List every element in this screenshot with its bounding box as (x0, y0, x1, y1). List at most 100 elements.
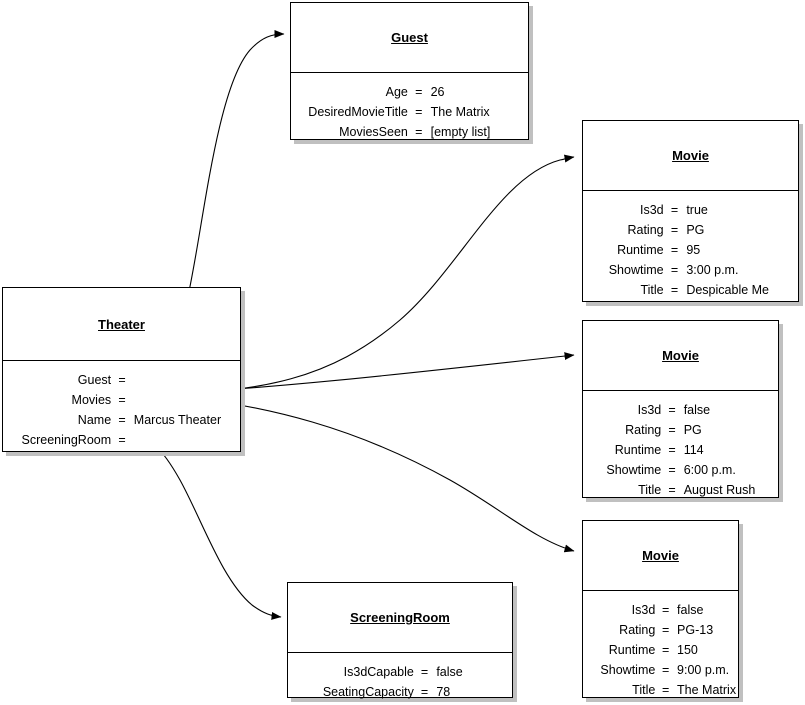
attribute-equals: = (118, 373, 126, 387)
attribute-equals: = (415, 105, 423, 119)
object-attributes-movie-1: Is3d = true Rating = PG Runtime = 95 Sho… (583, 191, 798, 300)
attribute-row: Title = The Matrix (583, 680, 738, 700)
attribute-equals: = (662, 643, 670, 657)
attribute-name: Guest (77, 373, 112, 387)
attribute-name: Showtime (600, 663, 656, 677)
object-box-screeningroom[interactable]: ScreeningRoom Is3dCapable = false Seatin… (287, 582, 513, 699)
attribute-value: 9:00 p.m. (677, 663, 730, 677)
object-title-band: Movie (583, 521, 738, 591)
attribute-row: ScreeningRoom = (3, 430, 240, 450)
attribute-equals: = (670, 223, 679, 237)
attribute-equals: = (420, 665, 429, 679)
attribute-row: Movies = (3, 390, 240, 410)
object-box-movie-1[interactable]: Movie Is3d = true Rating = PG Runtime = … (582, 120, 799, 302)
attribute-row: Title = August Rush (583, 480, 778, 500)
attribute-name: Runtime (608, 643, 656, 657)
attribute-equals: = (668, 443, 676, 457)
attribute-value: false (683, 403, 711, 417)
attribute-name: Is3d (631, 603, 656, 617)
attribute-name: Is3d (639, 203, 664, 217)
attribute-value: The Matrix (677, 683, 737, 697)
object-title-guest: Guest (391, 30, 428, 45)
object-title-movie-3: Movie (642, 548, 679, 563)
attribute-value: 26 (430, 85, 445, 99)
object-attributes-movie-3: Is3d = false Rating = PG-13 Runtime = 15… (583, 591, 738, 700)
attribute-row: Rating = PG (583, 220, 798, 240)
attribute-row: Rating = PG (583, 420, 778, 440)
attribute-name: Name (77, 413, 112, 427)
attribute-row: Runtime = 114 (583, 440, 778, 460)
attribute-name: DesiredMovieTitle (308, 105, 408, 119)
attribute-row: Is3dCapable = false (288, 662, 512, 682)
attribute-row: Guest = (3, 370, 240, 390)
object-title-band: Movie (583, 121, 798, 191)
attribute-row: Is3d = true (583, 200, 798, 220)
link-theater-screeningroom (124, 436, 282, 620)
attribute-value: PG (683, 423, 702, 437)
attribute-value: 6:00 p.m. (683, 463, 736, 477)
attribute-row: Runtime = 95 (583, 240, 798, 260)
attribute-name: MoviesSeen (339, 125, 408, 139)
attribute-row: Showtime = 3:00 p.m. (583, 260, 798, 280)
attribute-equals: = (662, 683, 670, 697)
attribute-equals: = (662, 603, 670, 617)
object-box-movie-3[interactable]: Movie Is3d = false Rating = PG-13 Runtim… (582, 520, 739, 698)
attribute-row: Name = Marcus Theater (3, 410, 240, 430)
object-box-theater[interactable]: Theater Guest = Movies = Name = Marcus T… (2, 287, 241, 452)
object-title-movie-2: Movie (662, 348, 699, 363)
attribute-row: Rating = PG-13 (583, 620, 738, 640)
object-title-screeningroom: ScreeningRoom (350, 610, 450, 625)
attribute-row: Title = Despicable Me (583, 280, 798, 300)
attribute-equals: = (670, 263, 679, 277)
object-title-theater: Theater (98, 316, 145, 332)
attribute-name: Runtime (617, 243, 664, 257)
attribute-name: Rating (625, 423, 662, 437)
attribute-equals: = (668, 423, 676, 437)
attribute-row: DesiredMovieTitle = The Matrix (291, 102, 528, 122)
object-attributes-screeningroom: Is3dCapable = false SeatingCapacity = 78 (288, 653, 512, 702)
attribute-row: SeatingCapacity = 78 (288, 682, 512, 702)
attribute-row: Age = 26 (291, 82, 528, 102)
attribute-value: 95 (686, 243, 701, 257)
attribute-name: Movies (71, 393, 112, 407)
object-attributes-guest: Age = 26 DesiredMovieTitle = The Matrix … (291, 73, 528, 142)
attribute-equals: = (420, 685, 429, 699)
object-title-band: Movie (583, 321, 778, 391)
attribute-name: Showtime (608, 263, 664, 277)
attribute-value: Despicable Me (686, 283, 770, 297)
object-title-band: Theater (3, 288, 240, 361)
attribute-name: SeatingCapacity (322, 685, 414, 699)
attribute-equals: = (118, 433, 126, 447)
attribute-value: false (436, 665, 463, 679)
object-title-band: ScreeningRoom (288, 583, 512, 653)
attribute-row: Runtime = 150 (583, 640, 738, 660)
attribute-name: Age (385, 85, 408, 99)
attribute-name: Rating (619, 623, 656, 637)
attribute-name: Title (640, 283, 664, 297)
attribute-equals: = (670, 203, 679, 217)
attribute-value: 150 (677, 643, 698, 657)
attribute-value: [empty list] (430, 125, 491, 139)
object-box-guest[interactable]: Guest Age = 26 DesiredMovieTitle = The M… (290, 2, 529, 140)
attribute-value: 78 (436, 685, 451, 699)
attribute-value: The Matrix (430, 105, 490, 119)
attribute-equals: = (662, 623, 670, 637)
attribute-name: Title (638, 483, 662, 497)
attribute-name: Showtime (606, 463, 662, 477)
attribute-equals: = (415, 85, 423, 99)
object-title-movie-1: Movie (672, 148, 709, 163)
object-attributes-movie-2: Is3d = false Rating = PG Runtime = 114 S… (583, 391, 778, 500)
attribute-name: Is3d (637, 403, 662, 417)
attribute-equals: = (668, 483, 676, 497)
attribute-value: 3:00 p.m. (686, 263, 739, 277)
attribute-name: Runtime (614, 443, 662, 457)
attribute-name: Is3dCapable (343, 665, 414, 679)
attribute-equals: = (668, 403, 676, 417)
attribute-row: Showtime = 9:00 p.m. (583, 660, 738, 680)
attribute-row: Is3d = false (583, 400, 778, 420)
attribute-row: Showtime = 6:00 p.m. (583, 460, 778, 480)
attribute-equals: = (670, 283, 679, 297)
attribute-equals: = (118, 413, 126, 427)
object-box-movie-2[interactable]: Movie Is3d = false Rating = PG Runtime =… (582, 320, 779, 498)
